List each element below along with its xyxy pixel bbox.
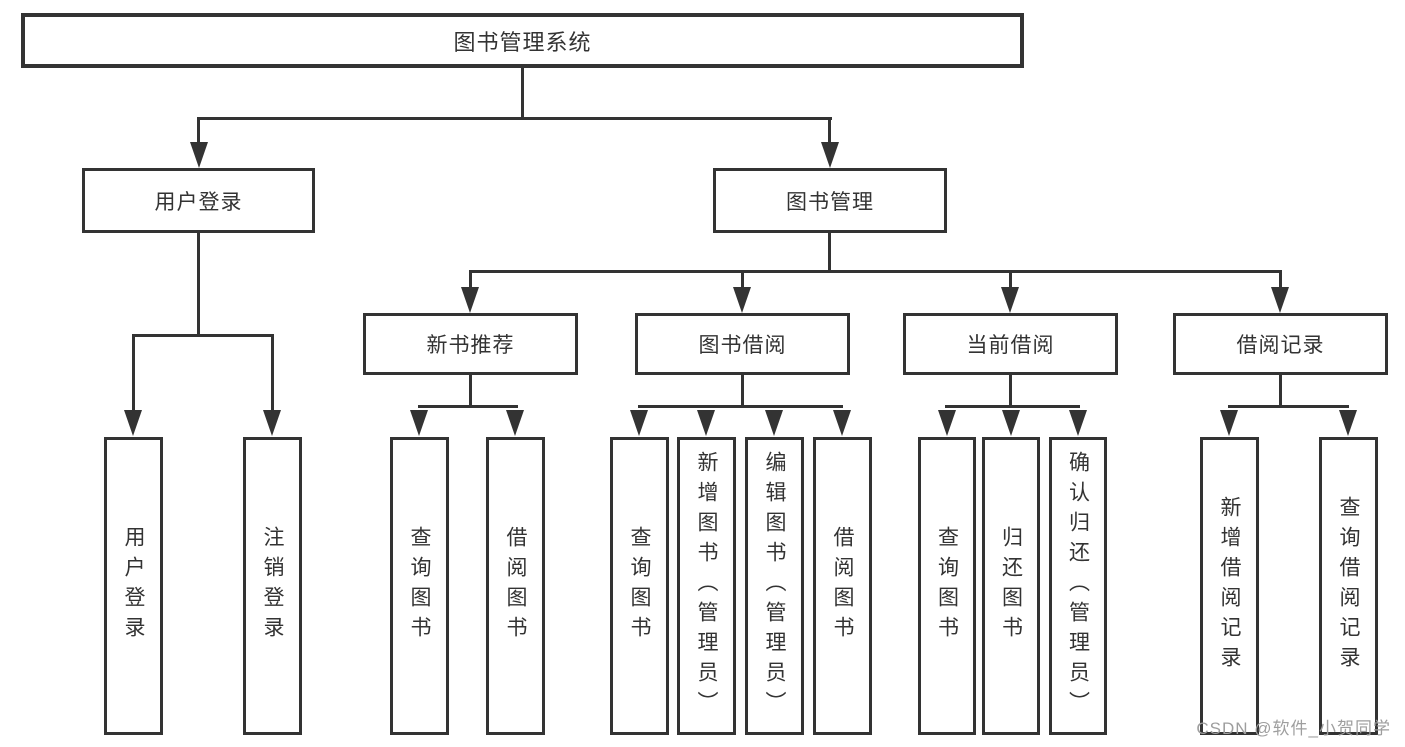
connector-line <box>469 270 1282 273</box>
connector-arrowhead-icon <box>1069 410 1087 436</box>
connector-arrowhead-icon <box>1002 410 1020 436</box>
leaf-records-query-borrow-record: 查询借阅记录 <box>1319 437 1378 735</box>
leaf-borrowing-add-book-admin: 新增图书（管理员） <box>677 437 736 735</box>
leaf-user-login-label: 用户登录 <box>122 526 145 646</box>
leaf-current-query-book: 查询图书 <box>918 437 976 735</box>
leaf-user-login: 用户登录 <box>104 437 163 735</box>
connector-arrowhead-icon <box>1220 410 1238 436</box>
leaf-recommend-query-book: 查询图书 <box>390 437 449 735</box>
leaf-borrowing-add-book-admin-label: 新增图书（管理员） <box>695 451 718 721</box>
connector-line <box>469 375 472 407</box>
connector-arrowhead-icon <box>124 410 142 436</box>
leaf-recommend-borrow-book-label: 借阅图书 <box>504 526 527 646</box>
connector-arrowhead-icon <box>190 142 208 168</box>
leaf-current-confirm-return-admin: 确认归还（管理员） <box>1049 437 1107 735</box>
connector-arrowhead-icon <box>938 410 956 436</box>
leaf-current-return-book-label: 归还图书 <box>999 526 1023 646</box>
connector-line <box>469 270 472 290</box>
connector-line <box>945 405 1080 408</box>
leaf-current-confirm-return-admin-label: 确认归还（管理员） <box>1066 451 1090 721</box>
node-current-borrowing: 当前借阅 <box>903 313 1118 375</box>
node-new-book-recommendation-label: 新书推荐 <box>426 334 515 357</box>
leaf-records-query-borrow-record-label: 查询借阅记录 <box>1337 496 1360 676</box>
leaf-recommend-query-book-label: 查询图书 <box>408 526 431 646</box>
node-book-management-label: 图书管理 <box>786 190 874 214</box>
leaf-records-add-borrow-record: 新增借阅记录 <box>1200 437 1259 735</box>
connector-arrowhead-icon <box>1271 287 1289 313</box>
leaf-logout-label: 注销登录 <box>261 526 284 646</box>
leaf-borrowing-borrow-book: 借阅图书 <box>813 437 872 735</box>
node-library-management-system-label: 图书管理系统 <box>453 29 592 55</box>
node-borrowing-records-label: 借阅记录 <box>1236 334 1325 357</box>
connector-line <box>1009 270 1012 290</box>
connector-arrowhead-icon <box>410 410 428 436</box>
connector-arrowhead-icon <box>697 410 715 436</box>
connector-arrowhead-icon <box>1339 410 1357 436</box>
leaf-recommend-borrow-book: 借阅图书 <box>486 437 545 735</box>
connector-line <box>271 334 274 412</box>
connector-line <box>741 270 744 290</box>
connector-line <box>132 334 274 337</box>
leaf-borrowing-borrow-book-label: 借阅图书 <box>831 526 854 646</box>
watermark: CSDN @软件_小贺同学 <box>1196 719 1391 738</box>
connector-arrowhead-icon <box>506 410 524 436</box>
connector-arrowhead-icon <box>765 410 783 436</box>
connector-arrowhead-icon <box>733 287 751 313</box>
connector-line <box>521 68 524 118</box>
connector-arrowhead-icon <box>630 410 648 436</box>
connector-line <box>828 233 831 273</box>
leaf-current-query-book-label: 查询图书 <box>935 526 959 646</box>
node-book-borrowing: 图书借阅 <box>635 313 850 375</box>
connector-arrowhead-icon <box>461 287 479 313</box>
connector-arrowhead-icon <box>821 142 839 168</box>
leaf-current-return-book: 归还图书 <box>982 437 1040 735</box>
node-book-management: 图书管理 <box>713 168 947 233</box>
connector-line <box>741 375 744 407</box>
leaf-borrowing-edit-book-admin: 编辑图书（管理员） <box>745 437 804 735</box>
node-user-login: 用户登录 <box>82 168 315 233</box>
connector-line <box>828 117 831 147</box>
node-new-book-recommendation: 新书推荐 <box>363 313 578 375</box>
leaf-borrowing-edit-book-admin-label: 编辑图书（管理员） <box>763 451 786 721</box>
connector-line <box>1279 270 1282 290</box>
connector-line <box>1279 375 1282 407</box>
connector-arrowhead-icon <box>263 410 281 436</box>
node-current-borrowing-label: 当前借阅 <box>966 334 1055 357</box>
node-library-management-system: 图书管理系统 <box>21 13 1024 68</box>
leaf-records-add-borrow-record-label: 新增借阅记录 <box>1218 496 1241 676</box>
connector-line <box>197 233 200 337</box>
node-user-login-label: 用户登录 <box>154 190 243 214</box>
connector-line <box>1228 405 1349 408</box>
leaf-borrowing-query-book: 查询图书 <box>610 437 669 735</box>
node-book-borrowing-label: 图书借阅 <box>698 334 787 357</box>
connector-line <box>197 117 832 120</box>
connector-line <box>132 334 135 412</box>
leaf-logout: 注销登录 <box>243 437 302 735</box>
connector-line <box>197 117 200 147</box>
connector-line <box>1009 375 1012 407</box>
connector-arrowhead-icon <box>1001 287 1019 313</box>
connector-line <box>638 405 843 408</box>
node-borrowing-records: 借阅记录 <box>1173 313 1388 375</box>
leaf-borrowing-query-book-label: 查询图书 <box>628 526 651 646</box>
connector-arrowhead-icon <box>833 410 851 436</box>
connector-line <box>418 405 518 408</box>
